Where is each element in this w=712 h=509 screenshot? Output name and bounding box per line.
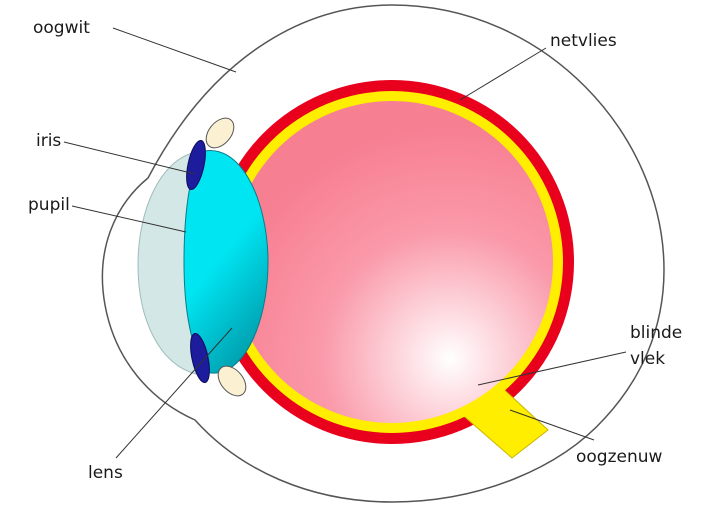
leader-pupil <box>71 205 187 233</box>
label-blinde: blinde <box>630 323 682 343</box>
iris-bottom <box>190 332 210 384</box>
leader-lens <box>115 327 233 459</box>
label-pupil: pupil <box>28 195 70 215</box>
leader-netvlies <box>459 47 547 101</box>
lens <box>183 150 269 374</box>
label-oogwit: oogwit <box>33 18 90 38</box>
iris-top <box>186 139 206 191</box>
leader-blinde-vlek <box>477 351 627 386</box>
leader-oogwit <box>112 27 237 73</box>
ciliary-body-bottom <box>217 365 247 397</box>
label-oogzenuw: oogzenuw <box>576 447 663 467</box>
label-iris: iris <box>36 131 61 151</box>
ciliary-body-top <box>205 117 235 149</box>
label-netvlies: netvlies <box>550 31 617 51</box>
label-lens: lens <box>88 463 123 483</box>
leader-iris <box>63 141 196 175</box>
label-vlek: vlek <box>630 349 665 369</box>
cornea-chamber <box>137 151 197 375</box>
vitreous-body <box>231 101 553 423</box>
leader-oogzenuw <box>509 409 595 441</box>
